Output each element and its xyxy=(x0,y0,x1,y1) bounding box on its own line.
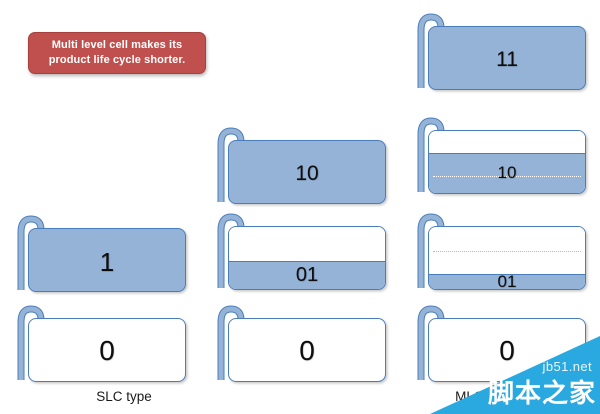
cell-body: 10 xyxy=(228,140,386,204)
cell-value: 0 xyxy=(99,335,115,366)
cell-segment-empty xyxy=(429,227,585,274)
cell-dotted-divider xyxy=(433,251,581,252)
cell-body: 0 xyxy=(228,318,386,382)
cell-value: 11 xyxy=(496,48,518,71)
cell-slc-0: 0 xyxy=(14,300,186,382)
cell-divider xyxy=(229,261,385,262)
cell-mlc-10: 10 xyxy=(214,122,386,204)
cell-body: 0 xyxy=(428,318,586,382)
cell-tlc-01: 01 xyxy=(414,208,586,290)
column-label-slc: SLC type xyxy=(96,389,152,404)
cell-dotted-divider xyxy=(433,176,581,177)
cell-value: 1 xyxy=(99,247,115,277)
cell-tlc-11: 11 xyxy=(414,8,586,90)
cell-mlc-0: 0 xyxy=(214,300,386,382)
cell-body: 11 xyxy=(428,26,586,90)
cell-body: 01 xyxy=(228,226,386,290)
cell-tlc-10: 10 xyxy=(414,112,586,194)
cell-mlc-01: 01 xyxy=(214,208,386,290)
cell-divider xyxy=(429,274,585,275)
cell-value: 10 xyxy=(295,162,319,185)
cell-value: 01 xyxy=(295,264,319,286)
cell-segment-empty xyxy=(429,131,585,153)
cell-body: 0 xyxy=(28,318,186,382)
column-label-mlc: MLC or MLC-2 type xyxy=(455,389,573,404)
cell-segment-empty xyxy=(229,227,385,261)
cell-slc-1: 1 xyxy=(14,210,186,292)
cell-value: 01 xyxy=(497,272,517,290)
cell-segment-filled xyxy=(429,275,585,289)
cell-value: 0 xyxy=(299,335,315,366)
cell-body: 01 xyxy=(428,226,586,290)
cell-body: 1 xyxy=(28,228,186,292)
cell-value: 0 xyxy=(499,335,515,366)
cell-tlc-0: 0 xyxy=(414,300,586,382)
cell-segment-filled xyxy=(229,262,385,289)
cell-value: 10 xyxy=(497,163,517,182)
cell-segment-filled xyxy=(429,154,585,193)
callout-box: Multi level cell makes its product life … xyxy=(28,32,206,74)
cell-body: 10 xyxy=(428,130,586,194)
cell-divider xyxy=(429,153,585,154)
